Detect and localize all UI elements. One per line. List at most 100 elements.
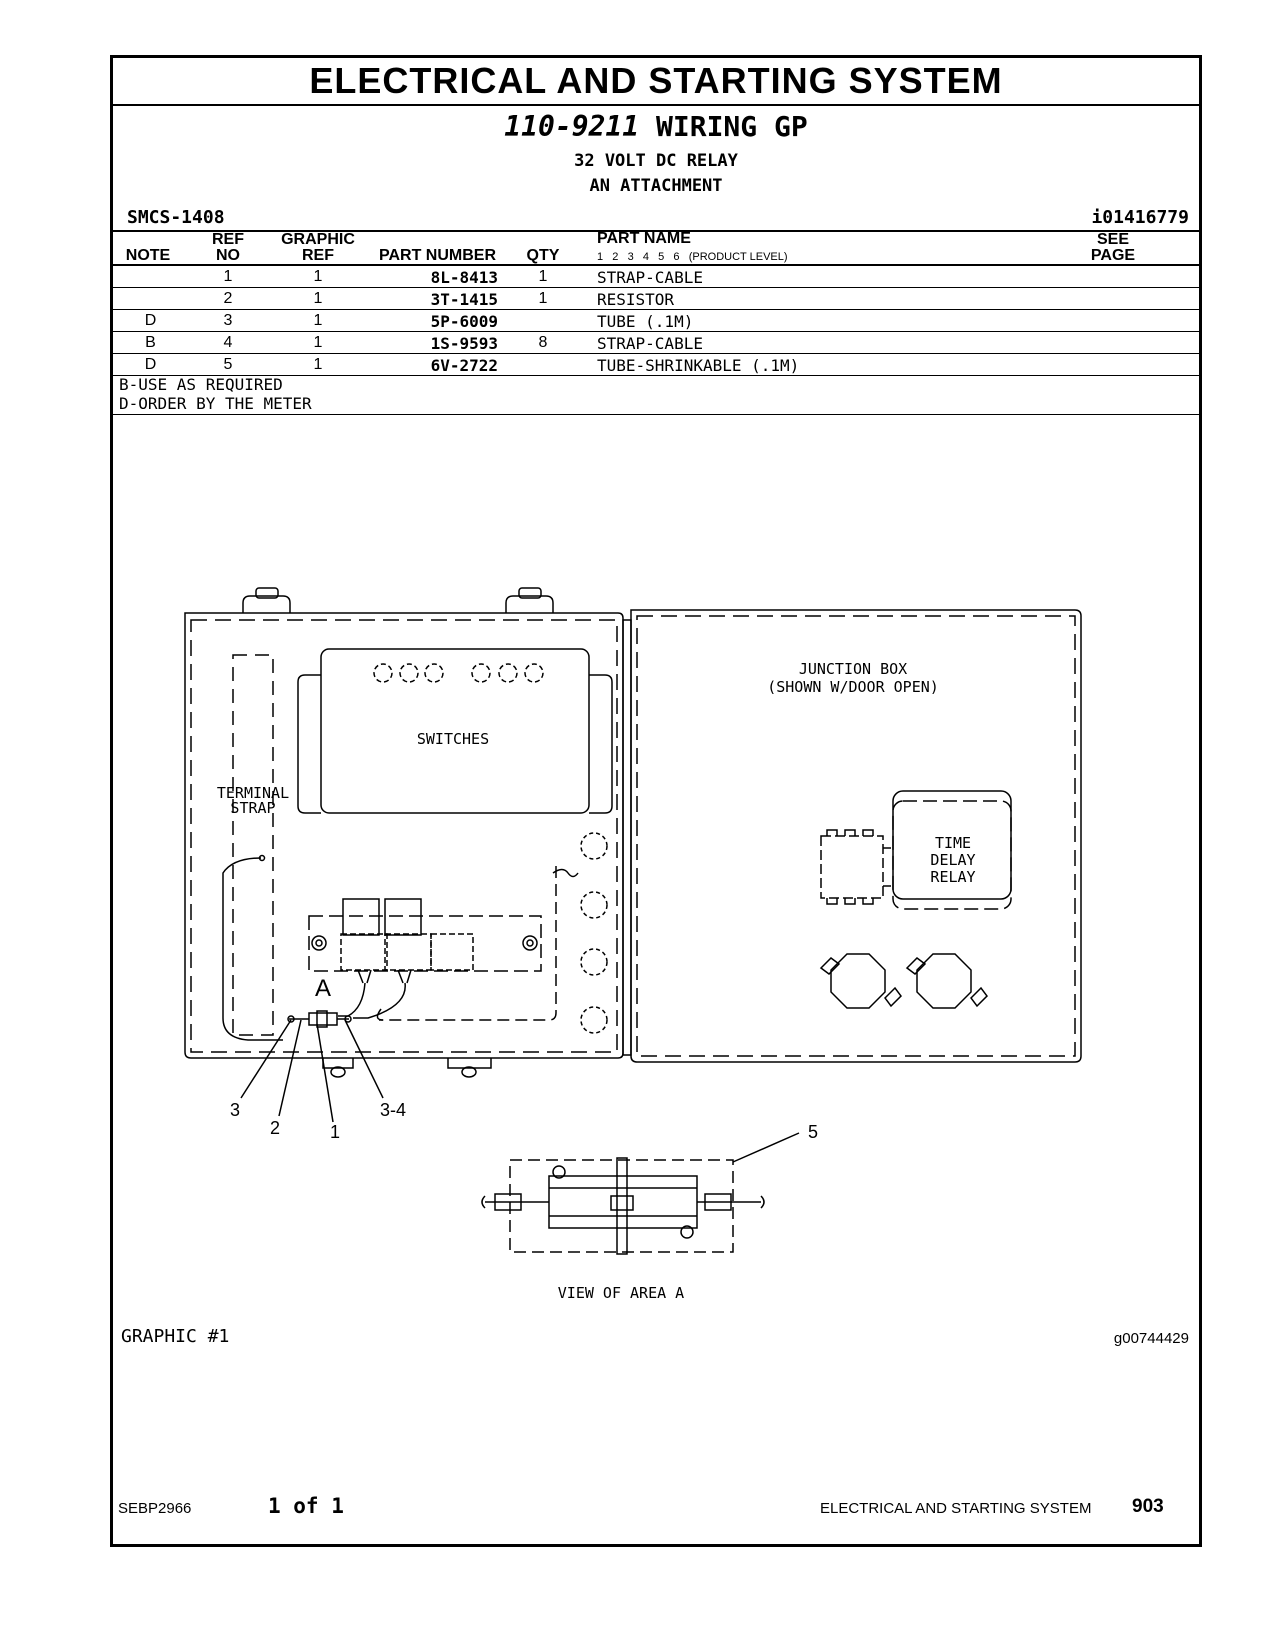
- row-note: B: [145, 334, 156, 351]
- footer-page-number: 903: [1132, 1496, 1164, 1517]
- callout-3: 3: [230, 1100, 240, 1120]
- door-outline: [630, 609, 1082, 1063]
- mounting-bolt: [461, 1066, 477, 1078]
- switch-knob: [399, 663, 419, 683]
- junction-box-sublabel: (SHOWN W/DOOR OPEN): [767, 678, 939, 696]
- row-ref-no: 1: [223, 268, 233, 285]
- table-row: 2 1 3T-1415 1 RESISTOR: [113, 287, 1199, 309]
- subtitle-line-2: 32 VOLT DC RELAY: [574, 151, 738, 171]
- row-part-name: STRAP-CABLE: [597, 334, 703, 353]
- part-group-name: WIRING GP: [656, 110, 808, 143]
- row-graphic-ref: 1: [313, 334, 323, 351]
- table-row: B 4 1 1S-9593 8 STRAP-CABLE: [113, 331, 1199, 353]
- note-d: D-ORDER BY THE METER: [119, 394, 312, 413]
- row-part-number: 8L-8413: [430, 268, 498, 287]
- row-divider: [113, 331, 1199, 332]
- fitting-lugs: [819, 957, 902, 1008]
- table-row: 1 1 8L-8413 1 STRAP-CABLE: [113, 265, 1199, 287]
- wire-tilde: [552, 868, 579, 878]
- junction-box-label: JUNCTION BOX: [799, 660, 907, 678]
- terminal-leads: [357, 969, 412, 984]
- fitting-lugs: [905, 957, 988, 1008]
- callout-leader-5: [732, 1132, 800, 1163]
- relay-base-plate: [308, 915, 542, 972]
- door-hinge: [622, 619, 632, 1056]
- smcs-code: SMCS-1408: [127, 207, 225, 228]
- view-area-a-label: VIEW OF AREA A: [558, 1284, 684, 1302]
- resistor-wire: [353, 982, 406, 1019]
- notes-divider: [113, 414, 1199, 415]
- resistor-wire: [338, 982, 366, 1017]
- resistor-end: [344, 1015, 352, 1023]
- relay-label-2: DELAY: [930, 851, 975, 869]
- base-screw-center: [315, 939, 323, 947]
- col-header-graphic-bottom: REF: [302, 247, 334, 264]
- switches-panel: [320, 648, 590, 814]
- socket-pins: [826, 898, 874, 905]
- resistor-end: [287, 1015, 295, 1023]
- table-row: D 3 1 5P-6009 TUBE (.1M): [113, 309, 1199, 331]
- switch-knobs: [373, 663, 544, 683]
- table-notes: B-USE AS REQUIRED D-ORDER BY THE METER: [119, 375, 312, 413]
- terminal-block: [384, 933, 432, 971]
- footer-doc-number: SEBP2966: [118, 1500, 192, 1517]
- document-identifier: i01416779: [1091, 207, 1189, 228]
- row-ref-no: 3: [223, 312, 233, 329]
- col-header-qty: QTY: [526, 247, 560, 264]
- product-level-indicator: 1 2 3 4 5 6 (PRODUCT LEVEL): [597, 251, 788, 263]
- terminal-point: [258, 854, 266, 862]
- relay-block: [384, 898, 422, 936]
- resistor-area-a: [308, 1012, 338, 1026]
- socket-pins: [826, 829, 874, 836]
- terminal-block: [430, 933, 474, 971]
- detail-mount-hole: [552, 1165, 566, 1179]
- page-title: ELECTRICAL AND STARTING SYSTEM: [113, 58, 1199, 106]
- knockout-hole: [580, 891, 608, 919]
- area-a-detail-frame: [509, 1159, 734, 1253]
- callout-leader-2: [278, 1019, 302, 1117]
- callout-2: 2: [270, 1118, 280, 1138]
- col-header-graphic-ref: GRAPHIC REF: [273, 232, 363, 264]
- wire-harness: [379, 866, 557, 1021]
- detail-tube: [494, 1193, 522, 1211]
- switch-knob: [524, 663, 544, 683]
- part-group-heading: 110-9211 WIRING GP: [113, 110, 1199, 143]
- col-header-ref-bottom: NO: [216, 247, 240, 264]
- col-header-note: NOTE: [125, 247, 171, 264]
- cable-fitting: [830, 953, 886, 1009]
- page-frame: ELECTRICAL AND STARTING SYSTEM 110-9211 …: [110, 55, 1202, 1547]
- row-divider: [113, 375, 1199, 376]
- row-qty: 1: [538, 268, 548, 285]
- mounting-tab: [505, 595, 554, 613]
- row-divider: [113, 309, 1199, 310]
- cable-fitting: [916, 953, 972, 1009]
- switch-knob: [471, 663, 491, 683]
- row-qty: 1: [538, 290, 548, 307]
- col-header-part-number: PART NUMBER: [378, 247, 497, 264]
- base-screw: [311, 935, 327, 951]
- box-outline: [184, 612, 624, 1059]
- callout-3-4: 3-4: [380, 1100, 406, 1120]
- part-group-number: 110-9211: [504, 110, 640, 143]
- door-inner-dashed: [636, 615, 1076, 1057]
- mounting-tab: [447, 1058, 492, 1069]
- socket-links: [883, 847, 891, 887]
- detail-wire-ends: [481, 1195, 765, 1209]
- switches-label: SWITCHES: [417, 730, 489, 748]
- row-graphic-ref: 1: [313, 290, 323, 307]
- mounting-tab: [242, 595, 291, 613]
- detail-strap-buckle: [610, 1195, 634, 1211]
- header-rule: [113, 264, 1199, 266]
- switch-knob: [498, 663, 518, 683]
- footer-page-count: 1 of 1: [268, 1494, 344, 1518]
- row-note: D: [144, 356, 157, 373]
- footer-section: ELECTRICAL AND STARTING SYSTEM: [820, 1500, 1092, 1517]
- col-header-part-name-label: PART NAME: [597, 230, 691, 247]
- detail-cable-strap: [616, 1157, 628, 1255]
- row-graphic-ref: 1: [313, 312, 323, 329]
- row-part-number: 1S-9593: [430, 334, 498, 353]
- relay-block: [342, 898, 380, 936]
- row-part-name: TUBE (.1M): [597, 312, 694, 331]
- terminal-strap-sublabel: STRAP: [230, 799, 275, 817]
- col-header-part-name: PART NAME 1 2 3 4 5 6 (PRODUCT LEVEL): [597, 231, 788, 265]
